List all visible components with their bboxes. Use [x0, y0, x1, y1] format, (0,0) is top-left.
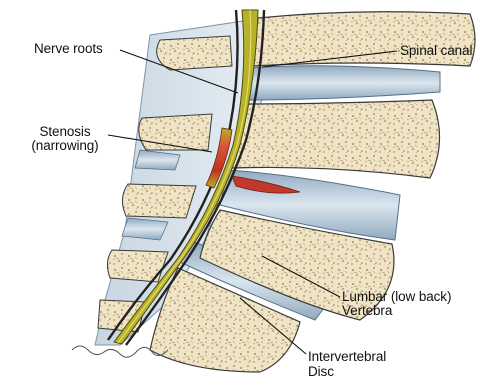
lumbar-vertebra-label: Lumbar (low back)	[342, 290, 451, 304]
stenosis-sublabel: (narrowing)	[18, 139, 112, 153]
posterior-disc	[122, 218, 168, 240]
stenosis-label: Stenosis	[24, 125, 106, 139]
posterior-process	[122, 184, 196, 218]
posterior-process	[107, 250, 168, 282]
nerve-roots-label: Nerve roots	[34, 42, 103, 56]
lumbar-vertebra-sublabel: Vertebra	[342, 304, 392, 318]
vertebra-second	[232, 100, 440, 178]
disc-top	[248, 66, 440, 100]
intervertebral-disc-sublabel: Disc	[308, 365, 334, 379]
posterior-process	[157, 36, 232, 70]
spinal-canal-label: Spinal canal	[400, 44, 472, 58]
posterior-process	[139, 114, 212, 150]
intervertebral-disc-label: Intervertebral	[308, 350, 386, 364]
